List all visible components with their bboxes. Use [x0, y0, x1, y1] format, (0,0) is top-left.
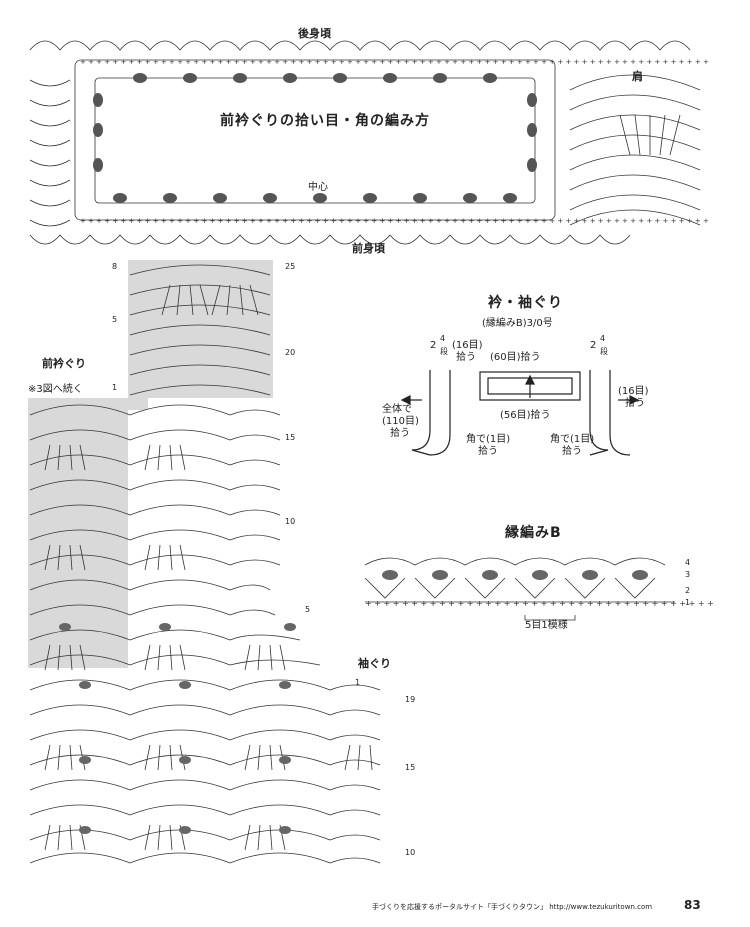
pick-60: (60目)拾う — [490, 352, 541, 363]
edging-row: 3 — [685, 570, 691, 579]
edging-b-chart: 縁編みB + + + + + + + + + + + + + + + + + +… — [355, 520, 715, 631]
row-number: 15 — [285, 433, 296, 442]
row-number: 20 — [285, 348, 296, 357]
shoulder-label: 肩 — [632, 70, 643, 83]
top-chart-symbols: + + + + + + + + + + + + + + + + + + + + … — [29, 40, 710, 245]
collar-diagram: 衿・袖ぐり (縁編みB)3/0号 2 4 段 (16目) 拾う (60目)拾う … — [370, 290, 670, 500]
rows-left-unit: 段 — [440, 347, 448, 356]
collar-title: 衿・袖ぐり — [488, 295, 563, 311]
footer: 手づくりを応援するポータルサイト「手づくりタウン」 http://www.tez… — [372, 898, 712, 918]
row-number: 5 — [305, 605, 311, 614]
svg-text:+ + + + + + + + + + + + + + +: + + + + + + + + + + + + + + + + + + + + … — [80, 58, 710, 66]
top-corner-chart: + + + + + + + + + + + + + + + + + + + + … — [20, 20, 710, 260]
continue-note: ※3図へ続く — [28, 384, 83, 395]
svg-text:+ + + + + + + + + + + + + + +: + + + + + + + + + + + + + + + + + + + + … — [80, 217, 710, 225]
edging-repeat-label: 5目1模様 — [525, 620, 568, 631]
row-number: 8 — [112, 262, 118, 271]
corner-left-a: 角で(1目) — [466, 434, 511, 445]
total-c: 拾う — [390, 428, 410, 439]
corner-left-b: 拾う — [478, 446, 498, 457]
edging-row: 2 — [685, 586, 691, 595]
row-number: 1 — [112, 383, 118, 392]
row-number: 10 — [405, 848, 416, 857]
row-number: 19 — [405, 695, 416, 704]
edging-row: 4 — [685, 558, 691, 567]
row-number: 5 — [112, 315, 118, 324]
corner-right-b: 拾う — [562, 446, 582, 457]
pick-56: (56目)拾う — [500, 410, 551, 421]
total-b: (110目) — [382, 416, 419, 427]
total-a: 全体で — [382, 404, 412, 415]
row-number: 25 — [285, 262, 296, 271]
front-neck-label: 前衿ぐり — [42, 357, 86, 370]
footer-text: 手づくりを応援するポータルサイト「手づくりタウン」 http://www.tez… — [372, 903, 653, 911]
collar-diagram-shape — [400, 370, 640, 456]
rows-left-small: 4 — [440, 334, 446, 343]
pick-16-left-a: (16目) — [452, 340, 483, 351]
pick-16-right-b: 拾う — [625, 398, 645, 409]
edging-b-title: 縁編みB — [505, 525, 562, 541]
rows-right-unit: 段 — [600, 347, 608, 356]
main-chart: 8 5 1 25 20 15 10 5 1 19 15 10 前衿ぐり ※3図へ… — [20, 255, 420, 875]
collar-subtitle: (縁編みB)3/0号 — [482, 318, 553, 329]
rows-right: 2 — [590, 340, 597, 351]
page-number: 83 — [684, 898, 701, 912]
back-body-label: 後身頃 — [298, 27, 331, 40]
row-number: 15 — [405, 763, 416, 772]
svg-text:+ + + + + + + + + + + + + + +: + + + + + + + + + + + + + + + + + + + + … — [365, 599, 715, 608]
rows-right-small: 4 — [600, 334, 606, 343]
pick-16-left-b: 拾う — [456, 352, 476, 363]
armhole-label: 袖ぐり — [358, 657, 391, 670]
row-number: 1 — [355, 678, 361, 687]
pick-16-right-a: (16目) — [618, 386, 649, 397]
row-number: 10 — [285, 517, 296, 526]
corner-right-a: 角で(1目) — [550, 434, 595, 445]
center-label: 中心 — [308, 182, 328, 193]
rows-left: 2 — [430, 340, 437, 351]
front-body-label: 前身頃 — [352, 242, 385, 255]
main-chart-symbols — [28, 260, 381, 864]
top-chart-title: 前衿ぐりの拾い目・角の編み方 — [220, 113, 430, 129]
edging-row: 1 — [685, 598, 691, 607]
edging-b-symbols: + + + + + + + + + + + + + + + + + + + + … — [364, 557, 715, 621]
